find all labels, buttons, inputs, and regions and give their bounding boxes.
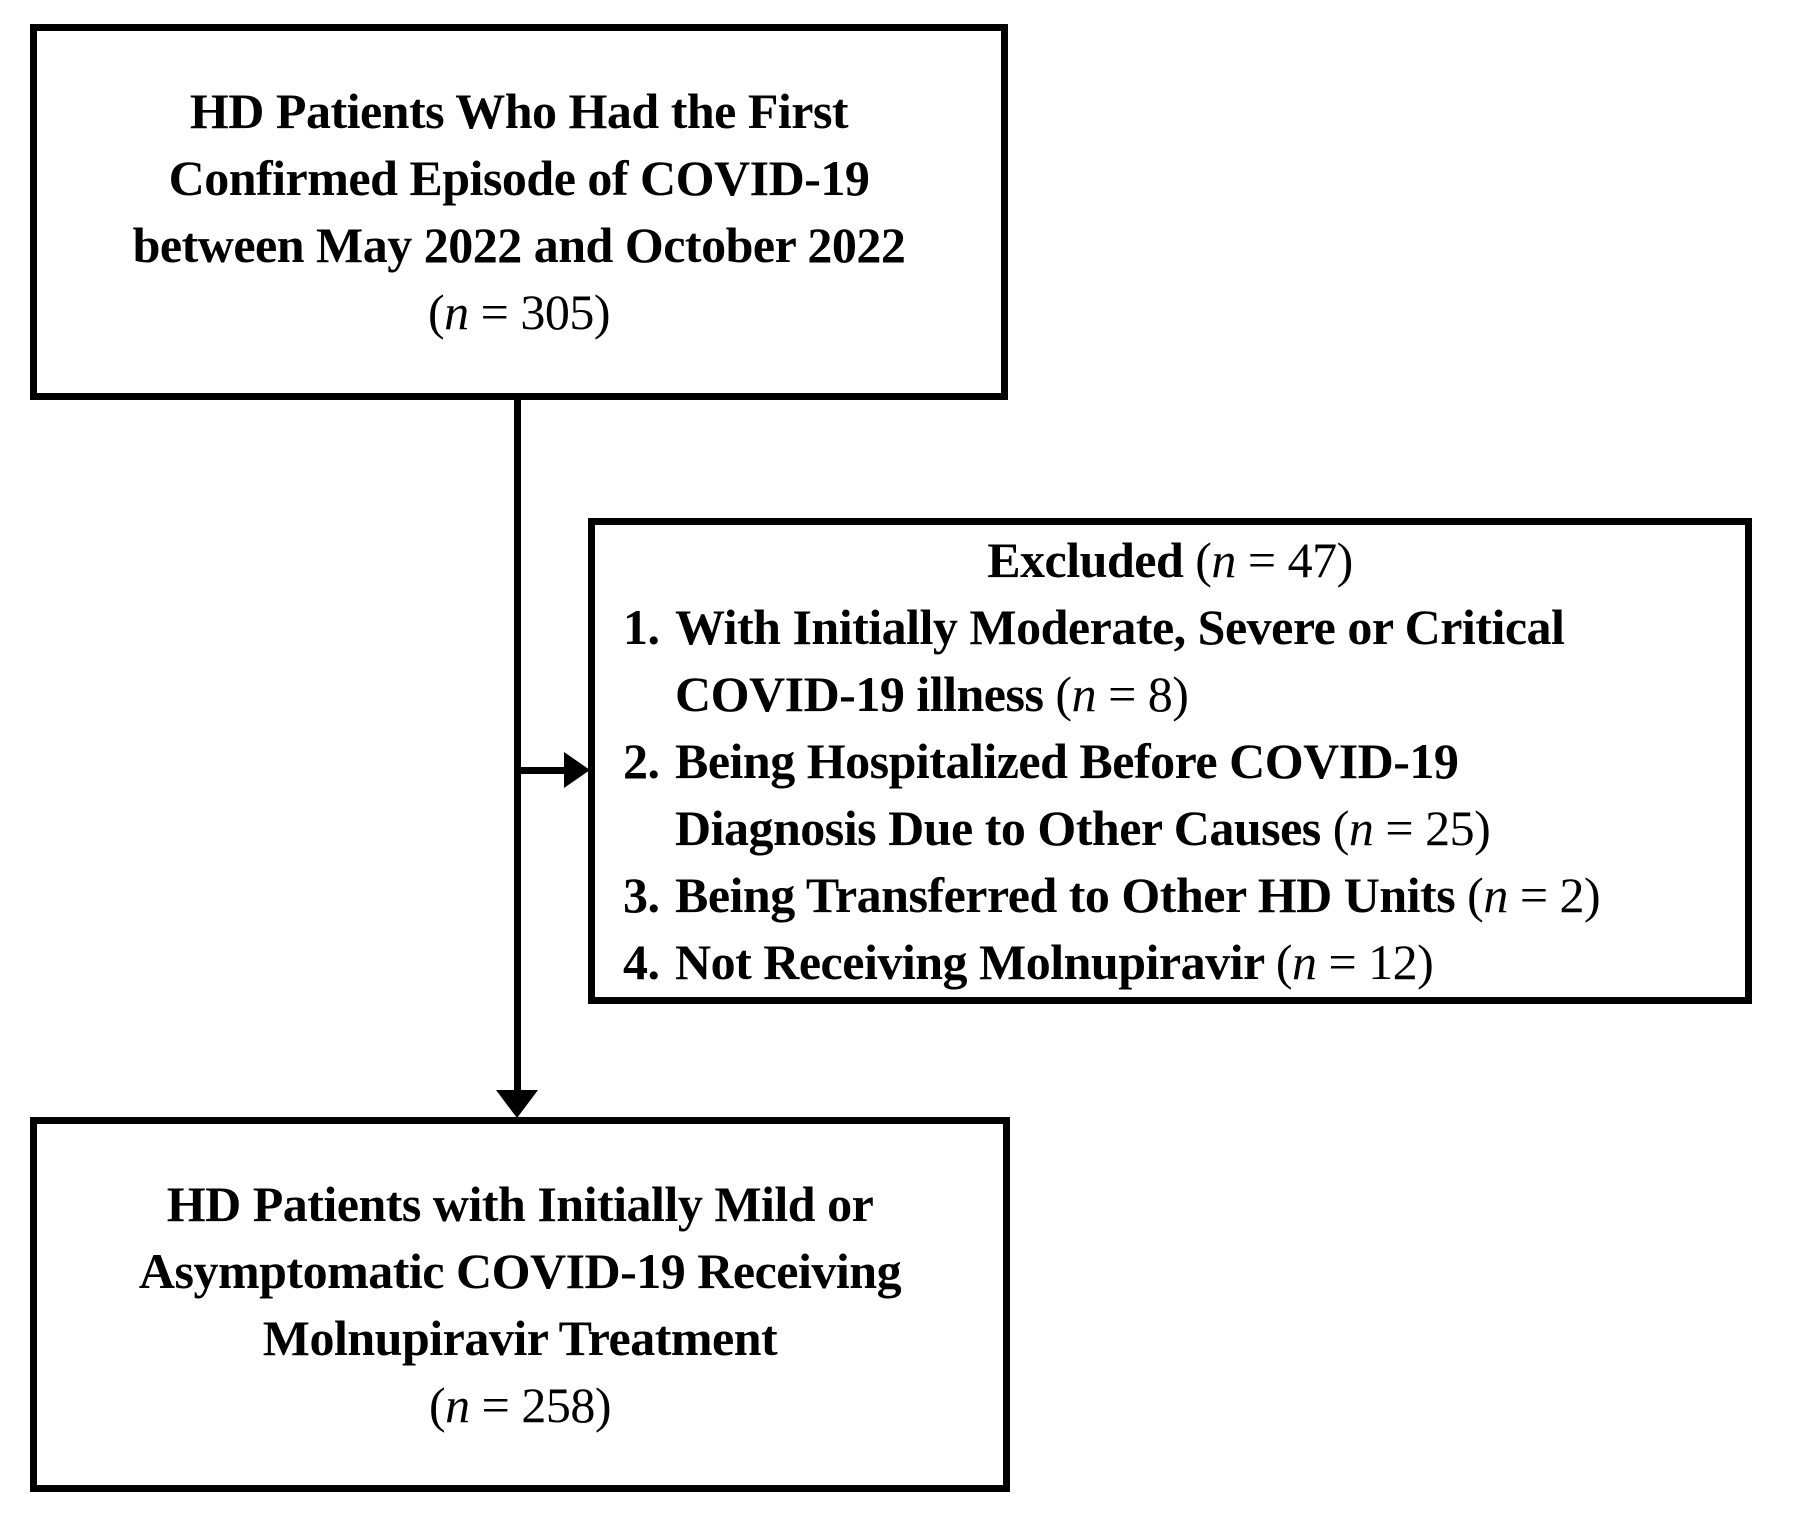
sample-size: (n = 12) xyxy=(1276,934,1434,990)
count-value: = 305) xyxy=(468,284,611,340)
sample-size: (n = 8) xyxy=(1055,666,1189,722)
enrollment-line-3: between May 2022 and October 2022 xyxy=(132,217,906,273)
arrowhead-down-icon xyxy=(496,1090,538,1118)
count-paren-open: ( xyxy=(428,1376,446,1433)
item-text: Being Hospitalized Before COVID-19 xyxy=(675,733,1459,789)
count-value: = 2) xyxy=(1507,867,1601,923)
count-paren-open: ( xyxy=(1195,532,1212,588)
enrollment-sample-size: (n = 305) xyxy=(427,279,611,346)
enrollment-line-1: HD Patients Who Had the First xyxy=(189,83,849,139)
count-value: = 12) xyxy=(1316,934,1434,990)
flow-line-branch xyxy=(514,767,566,774)
excluded-item-1: 1. With Initially Moderate, Severe or Cri… xyxy=(623,594,1717,728)
count-n-symbol: n xyxy=(1071,666,1097,722)
count-paren-open: ( xyxy=(427,284,445,340)
count-paren-open: ( xyxy=(1332,800,1350,856)
excluded-title-label: Excluded xyxy=(987,532,1196,588)
count-n-symbol: n xyxy=(1348,800,1374,856)
count-n-symbol: n xyxy=(444,284,469,340)
count-value: = 8) xyxy=(1096,666,1189,722)
count-n-symbol: n xyxy=(1483,867,1508,923)
count-n-symbol: n xyxy=(1291,934,1317,990)
sample-size: (n = 25) xyxy=(1333,800,1491,856)
sample-size: (n = 2) xyxy=(1467,867,1601,923)
excluded-box: Excluded (n = 47) 1.With Initially Moder… xyxy=(588,518,1752,1004)
item-text: Diagnosis Due to Other Causes xyxy=(675,800,1333,856)
excluded-title: Excluded (n = 47) xyxy=(623,527,1717,594)
flow-line-vertical xyxy=(514,396,521,1094)
count-paren-open: ( xyxy=(1275,934,1293,990)
sample-size: (n = 258) xyxy=(428,1376,612,1433)
final-cohort-box: HD Patients with Initially Mild or Asymp… xyxy=(30,1117,1010,1492)
count-n-symbol: n xyxy=(1211,532,1236,588)
item-number: 2. xyxy=(623,733,660,789)
item-number: 1. xyxy=(623,599,660,655)
count-paren-open: ( xyxy=(1467,867,1484,923)
item-number: 4. xyxy=(623,934,660,990)
item-text: Being Transferred to Other HD Units xyxy=(675,867,1468,923)
enrollment-line-2: Confirmed Episode of COVID-19 xyxy=(168,150,870,206)
final-line-2: Asymptomatic COVID-19 Receiving xyxy=(138,1242,902,1299)
final-sample-size: (n = 258) xyxy=(428,1372,612,1439)
count-value: = 47) xyxy=(1235,532,1353,588)
final-line-1: HD Patients with Initially Mild or xyxy=(166,1175,874,1232)
excluded-item-3: 3. Being Transferred to Other HD Units (n… xyxy=(623,862,1717,929)
final-line-3: Molnupiravir Treatment xyxy=(262,1309,778,1366)
item-number: 3. xyxy=(623,867,660,923)
count-value: = 25) xyxy=(1373,800,1491,856)
item-text: With Initially Moderate, Severe or Criti… xyxy=(675,599,1565,655)
count-paren-open: ( xyxy=(1055,666,1072,722)
item-text: COVID-19 illness xyxy=(675,666,1056,722)
sample-size: (n = 47) xyxy=(1195,532,1353,588)
count-n-symbol: n xyxy=(445,1376,470,1433)
count-value: = 258) xyxy=(469,1376,612,1433)
item-text: Not Receiving Molnupiravir xyxy=(675,934,1276,990)
excluded-item-4: 4. Not Receiving Molnupiravir (n = 12) xyxy=(623,929,1717,996)
arrowhead-right-icon xyxy=(564,752,590,788)
sample-size: (n = 305) xyxy=(427,284,611,340)
enrollment-box: HD Patients Who Had the First Confirmed … xyxy=(30,24,1008,400)
